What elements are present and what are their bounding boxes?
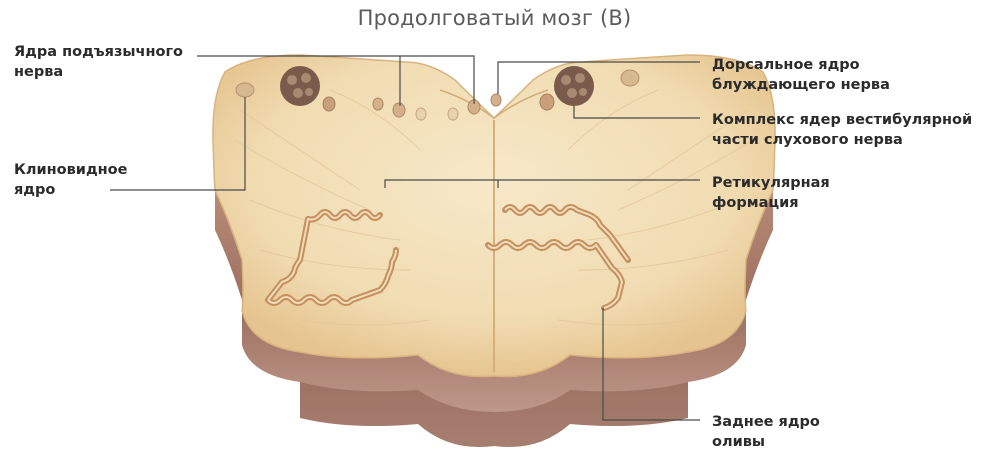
- label-cuneate-nucleus: Клиновидное ядро: [14, 160, 127, 200]
- label-vagus-dorsal-nucleus: Дорсальное ядро блуждающего нерва: [712, 55, 890, 95]
- label-reticular-formation: Ретикулярная формация: [712, 173, 830, 213]
- small-nucleus: [448, 108, 458, 120]
- vestibular-nucleus-right: [554, 66, 594, 106]
- label-posterior-olive: Заднее ядро оливы: [712, 412, 820, 452]
- vagus-dorsal-nucleus: [491, 94, 501, 106]
- label-hypoglossal-nuclei: Ядра подъязычного нерва: [14, 42, 183, 82]
- small-nucleus: [540, 94, 554, 110]
- small-nucleus: [373, 98, 383, 110]
- hypoglossal-nucleus-left: [393, 103, 405, 117]
- small-nucleus: [416, 108, 426, 120]
- cuneate-nucleus-left: [236, 83, 254, 97]
- small-nucleus: [323, 97, 335, 111]
- vestibular-nucleus-left: [280, 66, 320, 106]
- cuneate-nucleus-right: [621, 70, 639, 86]
- label-vestibular-complex: Комплекс ядер вестибулярной части слухов…: [712, 110, 972, 150]
